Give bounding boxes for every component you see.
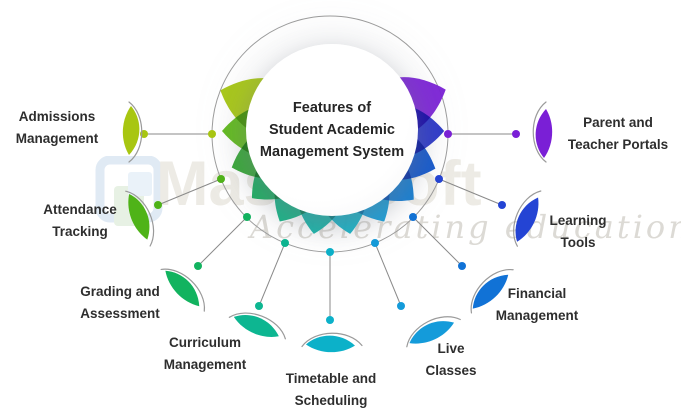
connector-dot: [498, 201, 506, 209]
connector-dot: [326, 248, 334, 256]
connector-dot: [512, 130, 520, 138]
petal-grading-and-assessment: [160, 268, 205, 312]
petal-curriculum-management: [228, 312, 286, 340]
center-title: Features of Student Academic Management …: [237, 97, 427, 163]
connector-dot: [217, 175, 225, 183]
feature-label-attendance-tracking: Attendance Tracking: [43, 202, 117, 239]
feature-label-timetable-and-scheduling: Timetable and Scheduling: [285, 371, 377, 408]
connector-dot: [154, 201, 162, 209]
feature-label-grading-and-assessment: Grading and Assessment: [80, 284, 160, 321]
petal-live-classes: [406, 316, 461, 348]
feature-label-parent-and-teacher-portals: Parent and Teacher Portals: [567, 115, 669, 152]
feature-label-financial-management: Financial Management: [495, 286, 579, 323]
connector-dot: [243, 213, 251, 221]
connector-dot: [409, 213, 417, 221]
petal-admissions-management: [122, 101, 143, 163]
petal-attendance-tracking: [125, 190, 155, 247]
connector-dot: [458, 262, 466, 270]
feature-label-live-classes: Live Classes: [425, 341, 477, 378]
center-circle: [246, 44, 418, 216]
connector-dot: [397, 302, 405, 310]
connector-dot: [208, 130, 216, 138]
connector-dot: [255, 302, 263, 310]
petal-parent-and-teacher-portals: [532, 101, 553, 163]
petal-financial-management: [470, 269, 514, 314]
feature-label-admissions-management: Admissions Management: [15, 109, 99, 146]
feature-label-curriculum-management: Curriculum Management: [163, 335, 247, 372]
connector-dot: [326, 316, 334, 324]
connector-dot: [435, 175, 443, 183]
petal-timetable-and-scheduling: [301, 332, 363, 353]
center-title-line: Student Academic: [269, 122, 395, 138]
center-title-line: Features of: [292, 100, 372, 116]
center-title-line: Management System: [259, 144, 405, 160]
connector-dot: [444, 130, 452, 138]
connector-dot: [281, 239, 289, 247]
connector-dot: [194, 262, 202, 270]
spokes: [140, 130, 520, 324]
petal-learning-tools: [513, 190, 542, 247]
feature-label-learning-tools: Learning Tools: [549, 213, 607, 250]
connector-dot: [371, 239, 379, 247]
